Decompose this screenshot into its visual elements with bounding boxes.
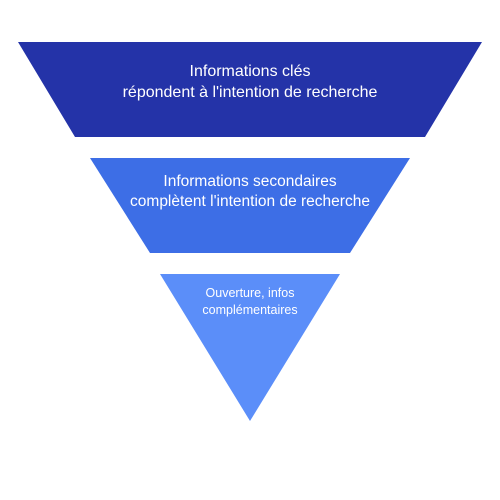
tier-3-title: Ouverture, infos complémentaires xyxy=(202,286,298,317)
tier-1-label: Informations clés répondent à l'intentio… xyxy=(60,62,440,104)
tier-3-triangle xyxy=(160,274,340,421)
tier-2-label: Informations secondaires complètent l'in… xyxy=(130,172,370,212)
tier-2-subtitle: complètent l'intention de recherche xyxy=(130,193,370,211)
tier-1-trapezoid xyxy=(18,42,482,137)
tier-2-title: Informations secondaires xyxy=(163,173,337,190)
tier-1-title: Informations clés xyxy=(189,63,311,80)
tier-2-trapezoid xyxy=(90,158,410,253)
tier-3-label: Ouverture, infos complémentaires xyxy=(175,285,325,319)
tier-1-subtitle: répondent à l'intention de recherche xyxy=(122,83,378,101)
